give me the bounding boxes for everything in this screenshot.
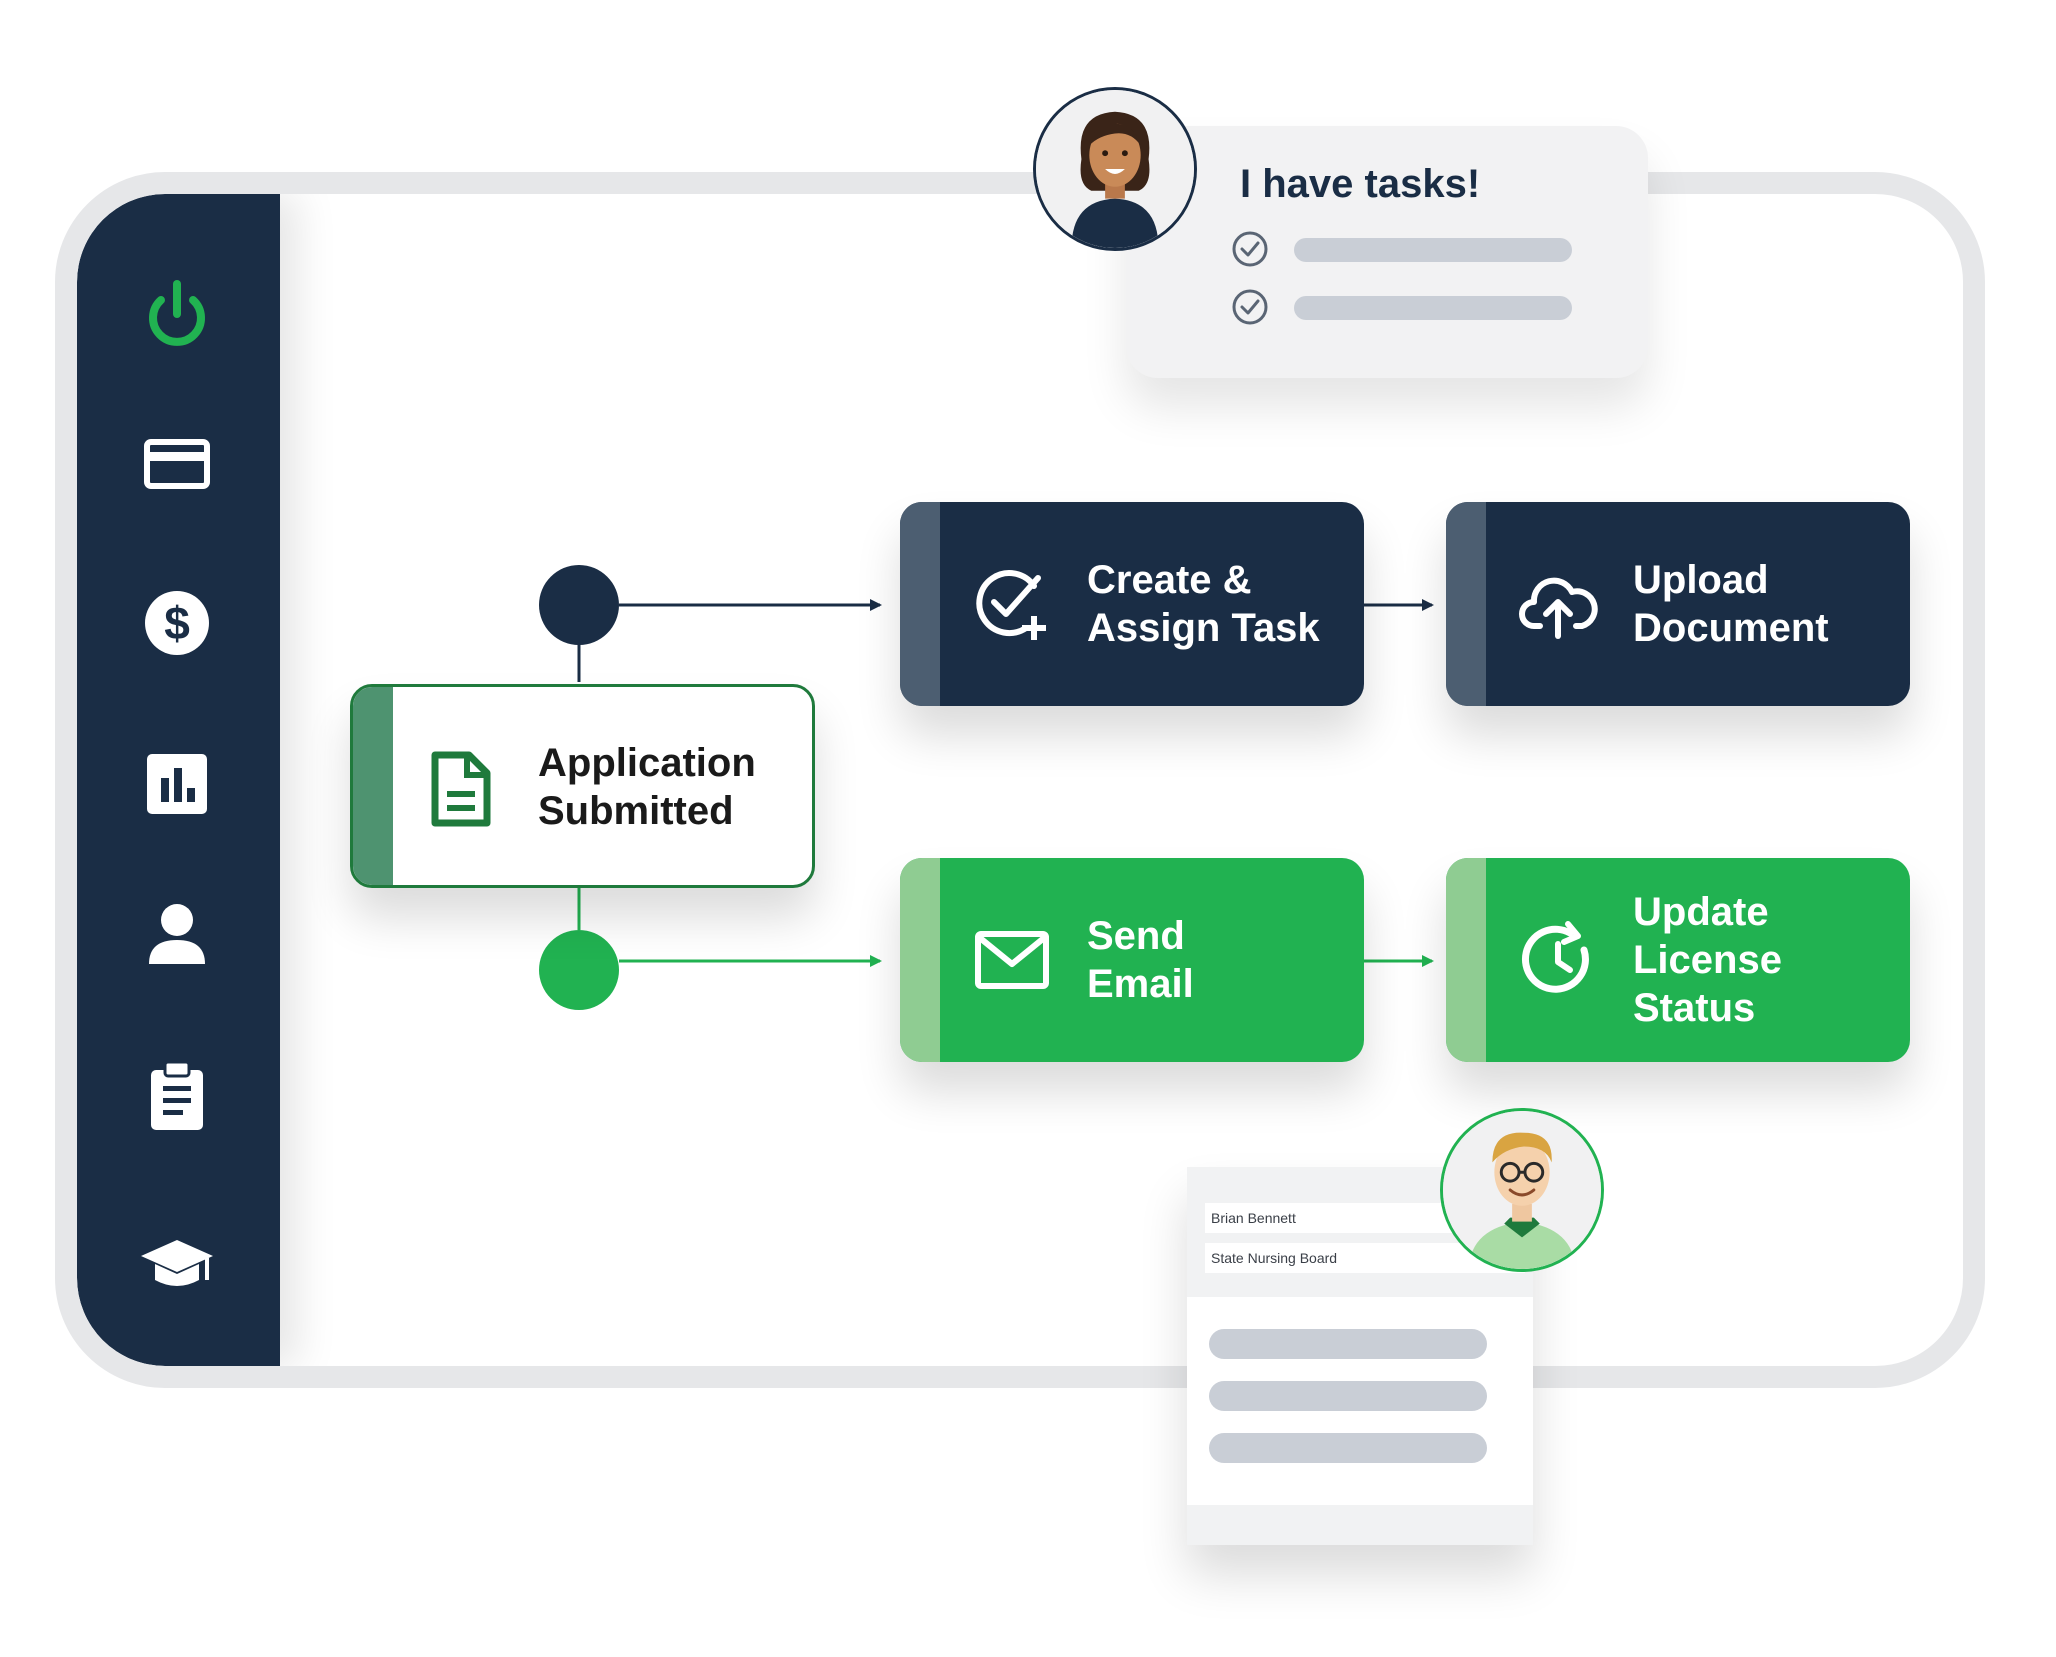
card-placeholder-line xyxy=(1209,1381,1487,1411)
graduation-cap-icon[interactable] xyxy=(137,1224,217,1304)
sidebar: $ xyxy=(77,194,280,1366)
check-circle-icon xyxy=(1232,231,1268,267)
node-label: Send Email xyxy=(1087,914,1194,1006)
task-placeholder xyxy=(1294,238,1572,262)
node-strip xyxy=(353,687,393,885)
cloud-upload-icon xyxy=(1518,564,1598,644)
node-strip xyxy=(1446,858,1486,1062)
node-label: Application Submitted xyxy=(538,741,756,833)
task-bubble: I have tasks! xyxy=(1126,126,1648,378)
check-plus-icon xyxy=(972,564,1052,644)
task-placeholder xyxy=(1294,296,1572,320)
envelope-icon xyxy=(972,920,1052,1000)
document-icon xyxy=(421,749,501,829)
bar-chart-icon[interactable] xyxy=(137,744,217,824)
node-application-submitted[interactable]: Application Submitted xyxy=(350,684,815,888)
app-window: $ xyxy=(55,172,1985,1388)
card-footer xyxy=(1187,1505,1533,1545)
node-strip xyxy=(900,502,940,706)
node-send-email[interactable]: Send Email xyxy=(900,858,1364,1062)
dollar-icon[interactable]: $ xyxy=(137,583,217,663)
node-update-license-status[interactable]: Update License Status xyxy=(1446,858,1910,1062)
card-placeholder-line xyxy=(1209,1329,1487,1359)
node-strip xyxy=(1446,502,1486,706)
node-label: Create & Assign Task xyxy=(1087,558,1320,650)
node-label: Upload Document xyxy=(1633,558,1829,650)
clipboard-icon[interactable] xyxy=(137,1056,217,1136)
avatar-woman xyxy=(1033,87,1197,251)
node-strip xyxy=(900,858,940,1062)
card-placeholder-line xyxy=(1209,1433,1487,1463)
power-icon[interactable] xyxy=(137,276,217,356)
bubble-title: I have tasks! xyxy=(1240,162,1481,206)
user-icon[interactable] xyxy=(137,894,217,974)
refresh-clock-icon xyxy=(1518,920,1598,1000)
credit-card-icon[interactable] xyxy=(137,424,217,504)
node-label: Update License Status xyxy=(1633,890,1782,1030)
avatar-man xyxy=(1440,1108,1604,1272)
check-circle-icon xyxy=(1232,289,1268,325)
node-upload-document[interactable]: Upload Document xyxy=(1446,502,1910,706)
node-create-assign-task[interactable]: Create & Assign Task xyxy=(900,502,1364,706)
svg-text:$: $ xyxy=(164,597,190,649)
